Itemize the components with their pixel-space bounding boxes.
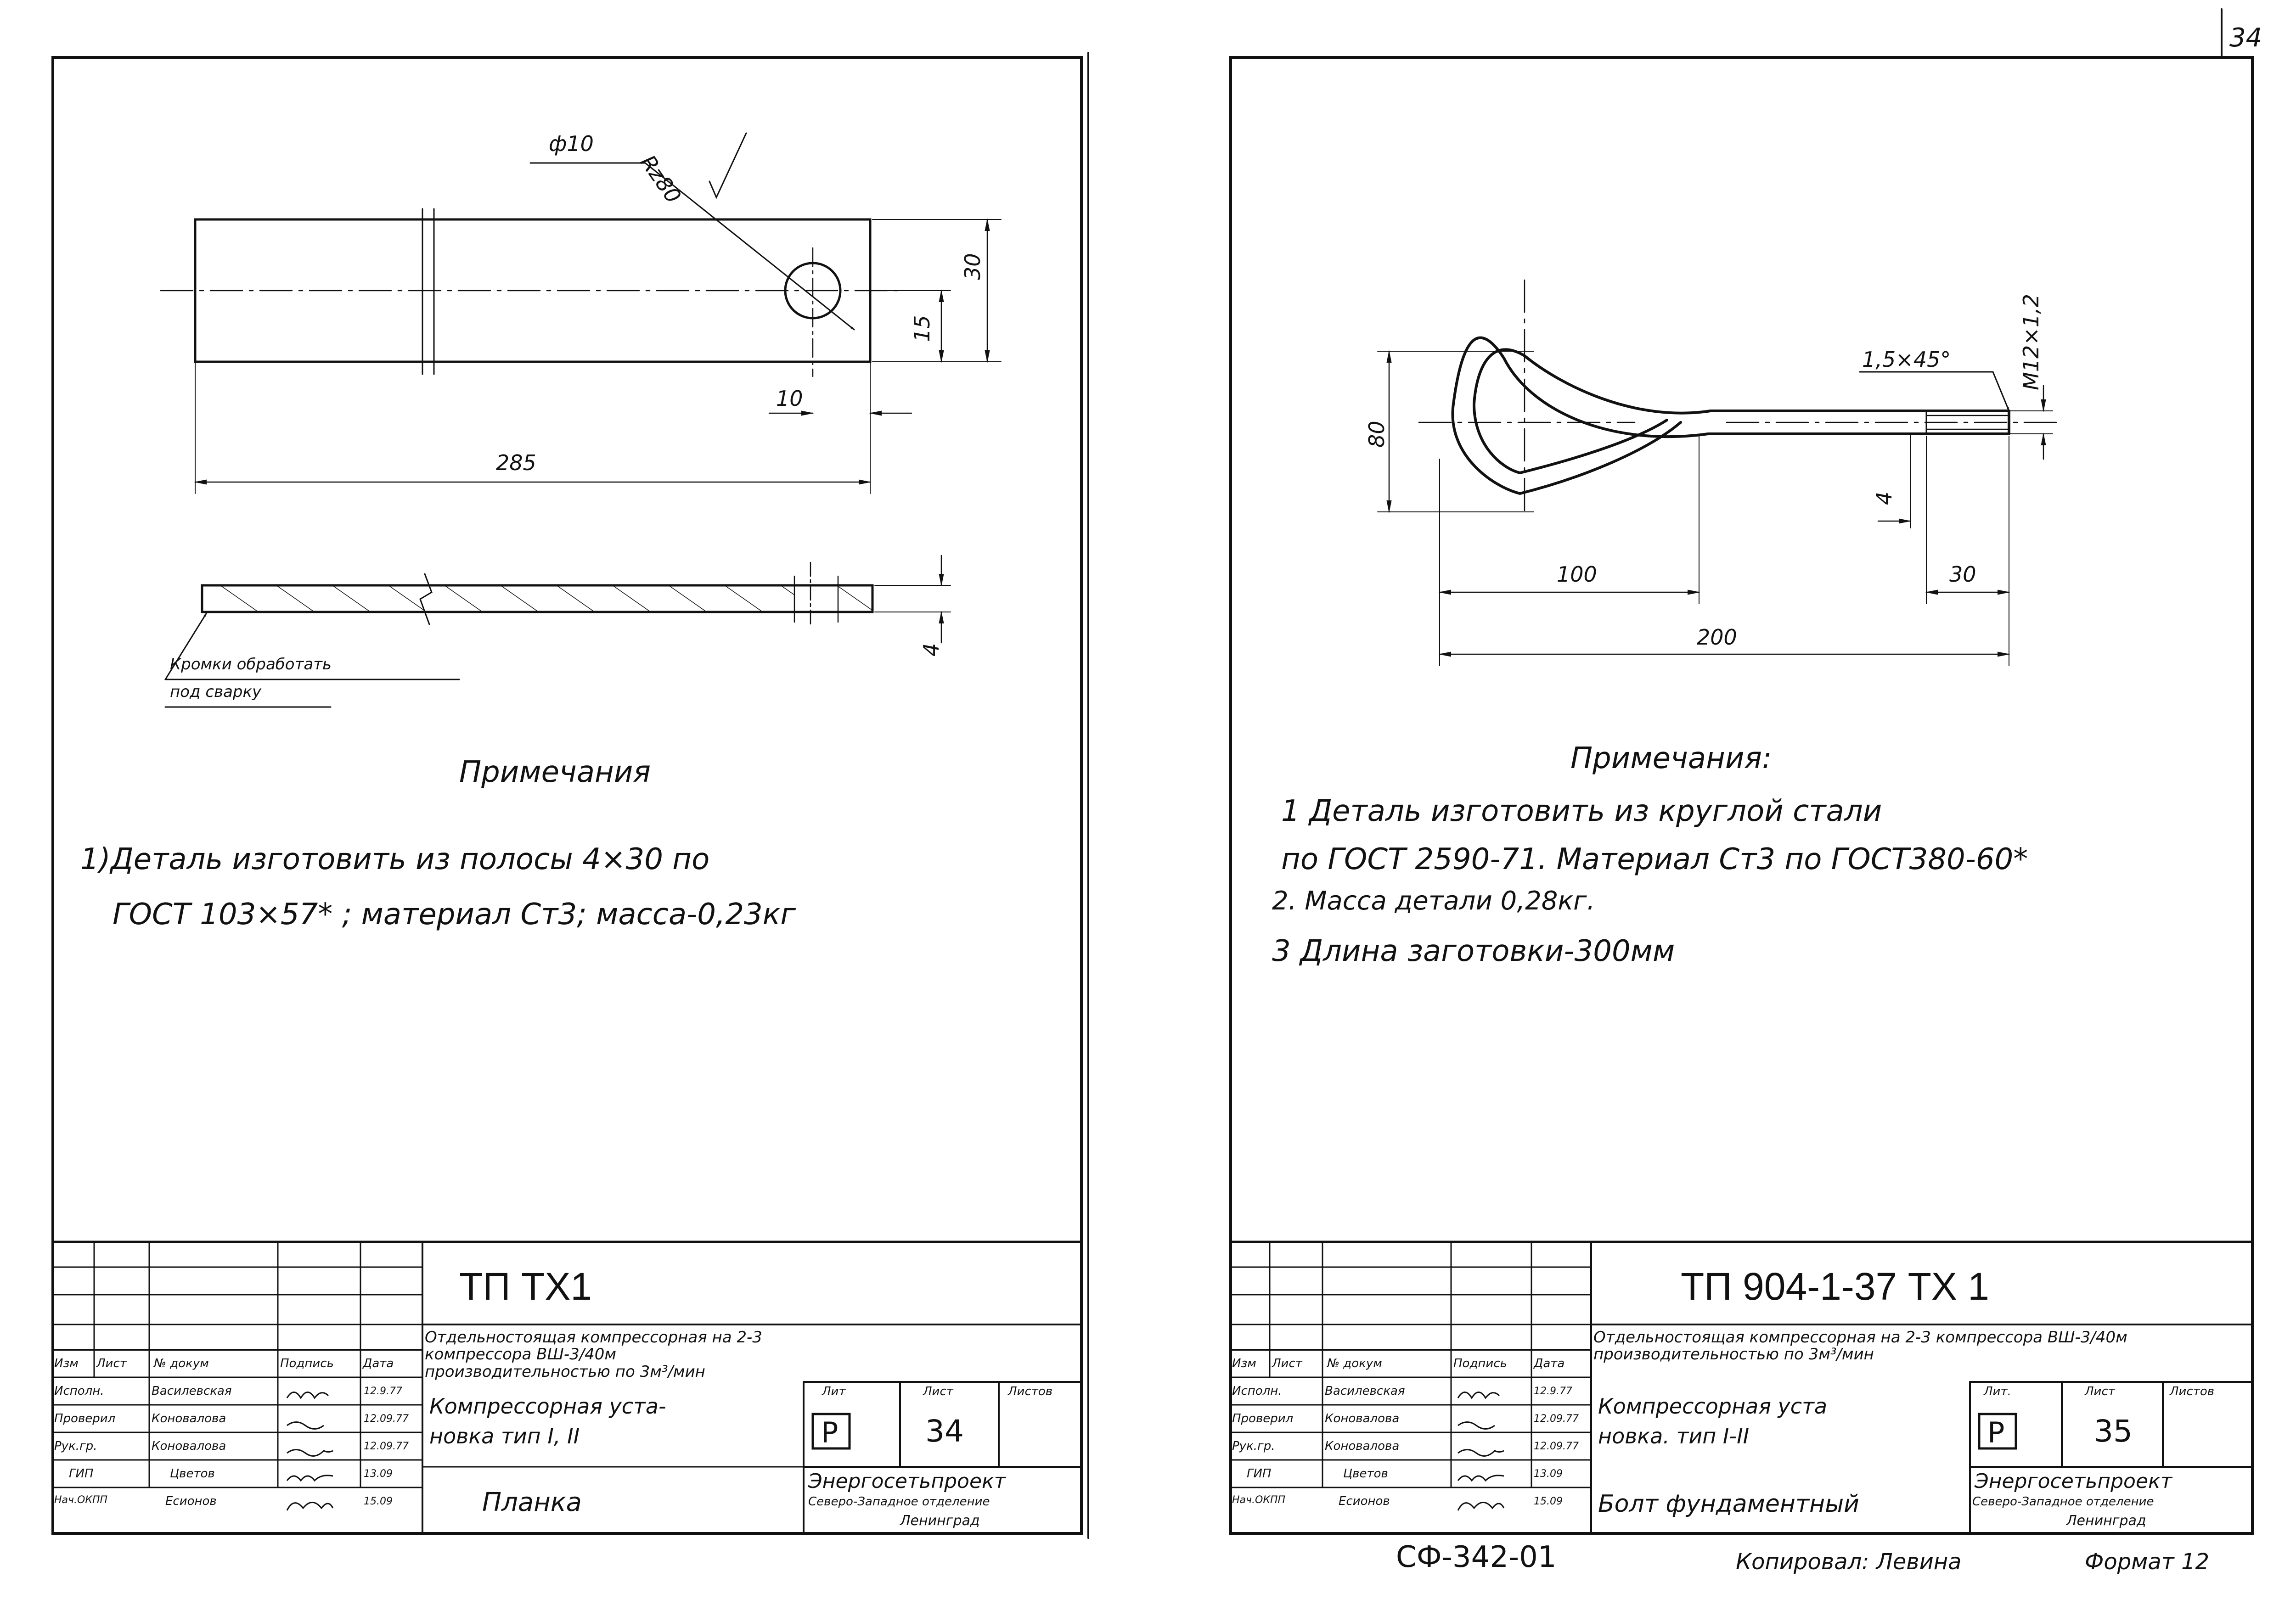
tb-head-list: Лист [96, 1357, 127, 1370]
tb-name: Василевская [1325, 1384, 1405, 1398]
note-line-1: 1 Деталь изготовить из круглой стали [1281, 794, 1882, 828]
dim-15-label: 15 [910, 315, 934, 342]
drawing-name: Планка [482, 1487, 582, 1517]
notes-title: Примечания: [1570, 741, 1772, 775]
tb-name: Коновалова [1325, 1412, 1400, 1425]
object-line-1: Компрессорная уста- [429, 1394, 666, 1419]
object-line-1: Компрессорная уста [1598, 1394, 1828, 1419]
tb-head-sign: Подпись [280, 1357, 334, 1370]
sheet-value: 35 [2094, 1414, 2133, 1449]
tb-date: 12.9.77 [364, 1386, 402, 1397]
tb-role: ГИП [1247, 1467, 1272, 1481]
tb-name: Коновалова [152, 1439, 226, 1453]
tb-role: Рук.гр. [54, 1439, 97, 1453]
lit-value: Р [821, 1416, 838, 1449]
dim-285-label: 285 [496, 450, 536, 475]
dim-10-label: 10 [776, 386, 803, 411]
org-branch: Северо-Западное отделение [1972, 1495, 2154, 1509]
tb-role: Исполн. [1232, 1384, 1282, 1398]
dim-100-label: 100 [1557, 562, 1597, 587]
tb-name: Коновалова [152, 1412, 226, 1425]
tb-name: Есионов [165, 1494, 217, 1508]
left-title-block-grid [51, 1240, 1083, 1534]
copied-by: Копировал: Левина [1736, 1549, 1962, 1575]
dim-4-label: 4 [919, 643, 944, 657]
tb-name: Цветов [170, 1467, 215, 1481]
tb-date: 12.09.77 [364, 1413, 409, 1425]
lit-label: Лит [822, 1385, 846, 1398]
diameter-label: ф10 [549, 131, 594, 156]
tb-date: 13.09 [364, 1468, 393, 1480]
drawing-name: Болт фундаментный [1598, 1490, 1859, 1518]
dim-200-label: 200 [1697, 625, 1737, 650]
note-line-2: по ГОСТ 2590-71. Материал Ст3 по ГОСТ380… [1281, 842, 2028, 876]
lit-value: Р [1987, 1416, 2005, 1449]
project-title: Отдельностоящая компрессорная на 2-3 ком… [425, 1328, 762, 1381]
lit-label: Лит. [1984, 1385, 2011, 1398]
right-title-block-grid [1229, 1240, 2254, 1534]
org-name: Энергосетьпроект [1975, 1470, 2172, 1493]
chamfer-label: 1,5×45° [1862, 347, 1951, 372]
thread-label: М12×1,2 [2019, 294, 2043, 390]
tb-name: Коновалова [1325, 1439, 1400, 1453]
tb-date: 15.09 [1534, 1496, 1563, 1507]
sheet-label: Лист [923, 1385, 953, 1398]
org-branch: Северо-Западное отделение [808, 1495, 990, 1509]
tb-date: 12.09.77 [1534, 1441, 1579, 1452]
note-line-2: ГОСТ 103×57* ; материал Ст3; масса-0,23к… [113, 898, 796, 932]
note-line-1: 1)Деталь изготовить из полосы 4×30 по [80, 842, 710, 876]
tb-head-list: Лист [1272, 1357, 1302, 1370]
archive-code: СФ-342-01 [1396, 1540, 1557, 1574]
dim-30-label: 30 [960, 253, 985, 280]
tb-date: 12.09.77 [1534, 1413, 1579, 1425]
tb-name: Есионов [1339, 1494, 1390, 1508]
tb-head-date: Дата [363, 1357, 394, 1370]
tb-head-doc: № докум [154, 1357, 209, 1370]
page-number: 34 [2229, 23, 2262, 53]
sheet-label: Лист [2085, 1385, 2115, 1398]
note-line-3: 2. Масса детали 0,28кг. [1272, 886, 1595, 916]
tb-name: Василевская [152, 1384, 232, 1398]
notes-title: Примечания [459, 755, 651, 789]
org-city: Ленинград [2066, 1513, 2146, 1529]
tb-head-izm: Изм [1232, 1357, 1256, 1370]
tb-head-izm: Изм [54, 1357, 79, 1370]
leader-note-line2: под сварку [170, 683, 262, 701]
object-line-2: новка тип I, II [429, 1424, 580, 1448]
tb-date: 12.9.77 [1534, 1386, 1572, 1397]
drawing-code: ТП ТХ1 [459, 1265, 592, 1308]
org-name: Энергосетьпроект [808, 1470, 1006, 1493]
tb-head-sign: Подпись [1453, 1357, 1507, 1370]
sheet-value: 34 [925, 1414, 964, 1449]
left-sheet-frame [51, 56, 1083, 1535]
project-title: Отдельностоящая компрессорная на 2-3 ком… [1593, 1328, 2127, 1364]
tb-head-doc: № докум [1327, 1357, 1382, 1370]
tb-date: 13.09 [1534, 1468, 1563, 1480]
tb-role: ГИП [69, 1467, 94, 1481]
foundation-bolt [1451, 336, 2010, 495]
note-line-4: 3 Длина заготовки-300мм [1272, 934, 1675, 968]
org-city: Ленинград [900, 1513, 980, 1529]
leader-note-line1: Кромки обработать [170, 655, 332, 673]
tb-role: Нач.ОКПП [54, 1494, 108, 1506]
tb-date: 12.09.77 [364, 1441, 409, 1452]
sheets-label: Листов [1008, 1385, 1053, 1398]
tb-role: Исполн. [54, 1384, 104, 1398]
tb-role: Нач.ОКПП [1232, 1494, 1286, 1506]
object-line-2: новка. тип I-II [1598, 1424, 1750, 1448]
dim-80-label: 80 [1364, 421, 1389, 448]
sheets-label: Листов [2170, 1385, 2215, 1398]
format-label: Формат 12 [2085, 1549, 2210, 1575]
tb-role: Проверил [1232, 1412, 1294, 1425]
tb-name: Цветов [1343, 1467, 1388, 1481]
drawing-code: ТП 904-1-37 ТХ 1 [1681, 1265, 1989, 1308]
tb-role: Рук.гр. [1232, 1439, 1275, 1453]
dim-4-label: 4 [1872, 491, 1896, 505]
tb-role: Проверил [54, 1412, 116, 1425]
tb-date: 15.09 [364, 1496, 393, 1507]
tb-head-date: Дата [1534, 1357, 1565, 1370]
dim-30-label: 30 [1949, 562, 1976, 587]
